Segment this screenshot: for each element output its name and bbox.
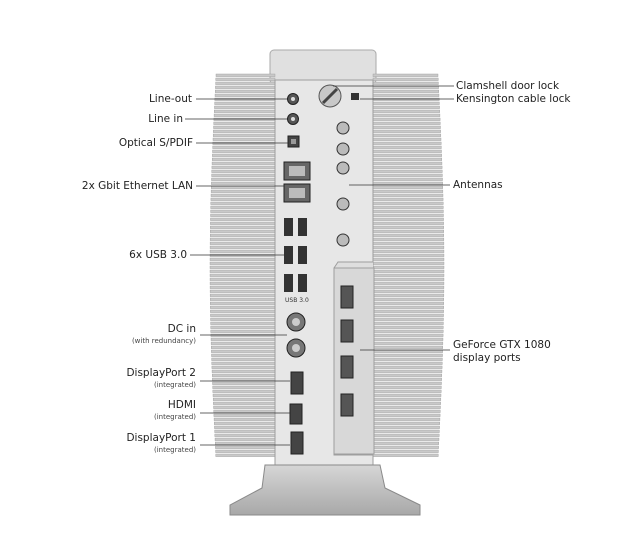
usb-ports bbox=[284, 218, 307, 292]
callout-line-in: Line in bbox=[148, 113, 183, 125]
callout-line-out: Line-out bbox=[148, 93, 192, 105]
gpu-display-ports bbox=[340, 285, 354, 417]
hdmi-port bbox=[289, 403, 303, 425]
callout-dc-in: DC in bbox=[167, 323, 196, 335]
callout-displayport-2: DisplayPort 2 bbox=[126, 367, 196, 379]
antenna-1 bbox=[336, 121, 350, 135]
callout-gpu-line2: display ports bbox=[453, 352, 521, 364]
antenna-4 bbox=[336, 197, 350, 211]
heatsink-right bbox=[372, 73, 445, 457]
callout-gpu: GeForce GTX 1080 bbox=[453, 339, 551, 351]
stand bbox=[229, 464, 421, 516]
antenna-5 bbox=[336, 233, 350, 247]
callout-displayport-1: DisplayPort 1 bbox=[126, 432, 196, 444]
callout-optical-spdif: Optical S/PDIF bbox=[118, 137, 193, 149]
callout-displayport-2-note: (integrated) bbox=[154, 381, 196, 389]
heatsink-left bbox=[209, 73, 276, 457]
callout-antennas: Antennas bbox=[453, 179, 503, 191]
leader-lines-right bbox=[333, 85, 454, 351]
callout-ethernet-lan: 2x Gbit Ethernet LAN bbox=[81, 180, 193, 192]
callout-displayport-1-note: (integrated) bbox=[154, 446, 196, 454]
callout-clamshell-lock: Clamshell door lock bbox=[456, 80, 560, 92]
leader-lines-left bbox=[185, 98, 290, 446]
kensington-slot bbox=[351, 93, 359, 100]
callout-dc-in-note: (with redundancy) bbox=[131, 337, 196, 345]
displayport-1-port bbox=[290, 431, 304, 455]
usb-panel-label: USB 3.0 bbox=[285, 297, 309, 304]
callout-kensington-lock: Kensington cable lock bbox=[456, 93, 571, 105]
top-handle bbox=[269, 49, 377, 85]
antenna-2 bbox=[336, 142, 350, 156]
callout-hdmi: HDMI bbox=[167, 399, 196, 411]
callout-usb: 6x USB 3.0 bbox=[129, 249, 187, 261]
antenna-3 bbox=[336, 161, 350, 175]
displayport-2-port bbox=[290, 371, 304, 395]
callout-hdmi-note: (integrated) bbox=[154, 413, 196, 421]
